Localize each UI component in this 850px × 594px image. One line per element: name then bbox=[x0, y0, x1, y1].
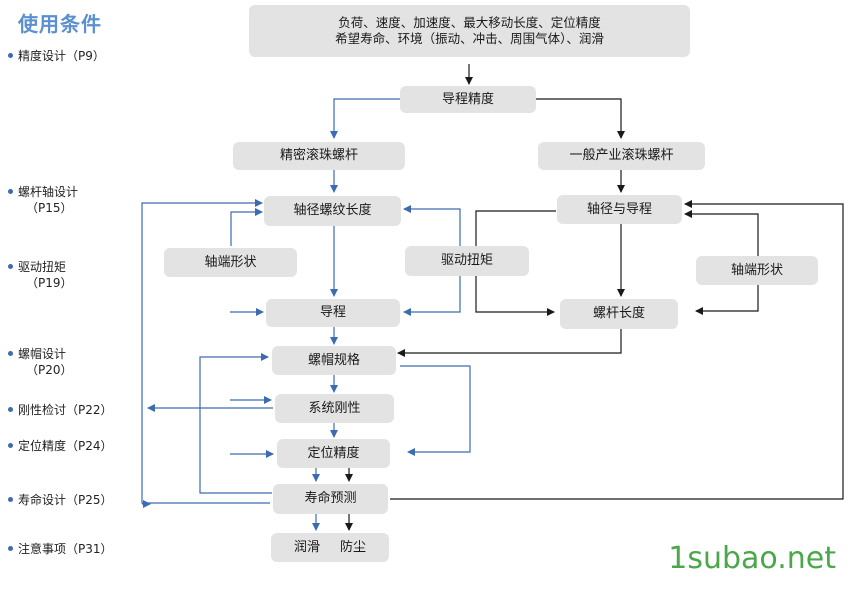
arrow-feedback-right bbox=[390, 200, 844, 500]
dustproof-label: 防尘 bbox=[340, 539, 367, 555]
arrow-life-to-nut-loop bbox=[199, 353, 272, 494]
arrow-shaft-end-right bbox=[684, 210, 759, 256]
bullet-dot bbox=[8, 189, 13, 194]
arrow-shaft-end-left bbox=[230, 208, 263, 246]
watermark-logo: 1subao.net bbox=[668, 541, 836, 576]
lub-dust-box: 润滑 防尘 bbox=[271, 533, 389, 562]
bullet-dot bbox=[8, 407, 13, 412]
side-label-rigidity: 刚性检讨（P22） bbox=[8, 402, 113, 418]
lubrication-label: 润滑 bbox=[293, 539, 320, 555]
nut-spec-box: 螺帽规格 bbox=[272, 346, 396, 375]
side-label-precision: 精度设计（P9） bbox=[8, 48, 105, 64]
arrow-to-precision-screw bbox=[330, 98, 400, 139]
arrow-to-general-screw bbox=[536, 98, 625, 139]
system-rigidity-box: 系统刚性 bbox=[275, 394, 394, 423]
screw-length-box: 螺杆长度 bbox=[560, 299, 678, 329]
positioning-accuracy-box: 定位精度 bbox=[277, 439, 390, 468]
side-label-notes: 注意事项（P31） bbox=[8, 541, 113, 557]
arrow-nut-right-loop bbox=[400, 365, 471, 456]
bullet-dot bbox=[8, 351, 13, 356]
arrow-right-to-screw-length bbox=[695, 284, 759, 315]
bullet-dot bbox=[8, 443, 13, 448]
side-label-torque: 驱动扭矩 （P19） bbox=[8, 259, 73, 291]
bullet-dot bbox=[8, 497, 13, 502]
shaft-dia-lead-box: 轴径与导程 bbox=[557, 195, 682, 224]
shaft-end-right-box: 轴端形状 bbox=[696, 256, 818, 285]
general-screw-box: 一般产业滚珠螺杆 bbox=[538, 142, 705, 170]
side-label-positioning: 定位精度（P24） bbox=[8, 438, 113, 454]
side-label-shaft: 螺杆轴设计 （P15） bbox=[8, 184, 78, 216]
side-label-life: 寿命设计（P25） bbox=[8, 492, 113, 508]
lead-box: 导程 bbox=[266, 299, 400, 327]
bullet-dot bbox=[8, 546, 13, 551]
bullet-dot bbox=[8, 53, 13, 58]
conditions-line-2: 希望寿命、环境（振动、冲击、周围气体）、润滑 bbox=[335, 31, 604, 46]
bullet-dot bbox=[8, 264, 13, 269]
conditions-box: 负荷、速度、加速度、最大移动长度、定位精度 希望寿命、环境（振动、冲击、周围气体… bbox=[249, 5, 690, 57]
conditions-line-1: 负荷、速度、加速度、最大移动长度、定位精度 bbox=[338, 15, 601, 30]
page-title: 使用条件 bbox=[18, 12, 102, 36]
shaft-thread-length-box: 轴径螺纹长度 bbox=[264, 196, 401, 226]
side-label-nut: 螺帽设计 （P20） bbox=[8, 346, 73, 378]
life-prediction-box: 寿命预测 bbox=[273, 484, 388, 514]
drive-torque-box: 驱动扭矩 bbox=[405, 246, 529, 276]
lead-accuracy-box: 导程精度 bbox=[400, 86, 536, 113]
arrow-torque-to-thread-length bbox=[403, 205, 461, 246]
precision-screw-box: 精密滚珠螺杆 bbox=[233, 142, 405, 170]
arrow-torque-to-lead bbox=[403, 276, 461, 316]
arrow-screw-length-to-nut bbox=[397, 329, 622, 357]
arrow-feedback-left-top bbox=[141, 199, 270, 504]
shaft-end-left-box: 轴端形状 bbox=[164, 248, 297, 277]
